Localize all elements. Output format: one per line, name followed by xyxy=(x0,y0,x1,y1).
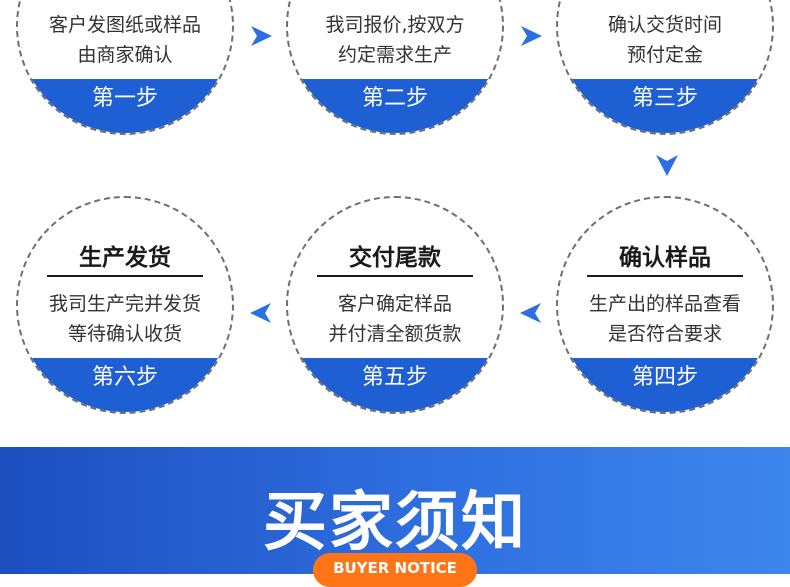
step-2-desc-line1: 我司报价,按双方 xyxy=(325,14,465,36)
buyer-notice-subtitle: BUYER NOTICE xyxy=(333,559,457,577)
arrow-right-icon xyxy=(519,25,543,47)
step-1-band xyxy=(18,79,232,133)
step-5-band xyxy=(288,358,502,412)
step-5-desc-line2: 并付清全额货款 xyxy=(328,323,462,345)
step-5-circle: 交付尾款 客户确定样品 并付清全额货款 第五步 xyxy=(286,196,504,414)
step-3-desc-line2: 预付定金 xyxy=(626,44,703,66)
step-1-desc-line2: 由商家确认 xyxy=(77,44,173,66)
buyer-notice-title: 买家须知 xyxy=(263,486,527,560)
arrow-right-icon xyxy=(249,25,273,47)
step-2-label: 第二步 xyxy=(361,86,428,111)
step-6-divider xyxy=(47,275,203,277)
step-4-desc-line1: 生产出的样品查看 xyxy=(588,293,741,315)
step-5-divider xyxy=(317,275,473,277)
step-6-circle: 生产发货 我司生产完并发货 等待确认收货 第六步 xyxy=(16,196,234,414)
step-4-label: 第四步 xyxy=(631,365,698,390)
step-3-band xyxy=(558,79,772,133)
step-6-band xyxy=(18,358,232,412)
step-2-circle: 我司报价,按双方 约定需求生产 第二步 xyxy=(286,0,504,135)
step-4-circle: 确认样品 生产出的样品查看 是否符合要求 第四步 xyxy=(556,196,774,414)
arrow-left-icon xyxy=(519,302,543,324)
step-6-desc-line1: 我司生产完并发货 xyxy=(48,293,201,315)
step-1-label: 第一步 xyxy=(91,86,158,111)
step-4-desc-line2: 是否符合要求 xyxy=(607,323,722,345)
step-6-label: 第六步 xyxy=(91,365,158,390)
buyer-notice-banner xyxy=(0,447,790,574)
step-1-circle: 客户发图纸或样品 由商家确认 第一步 xyxy=(16,0,234,135)
step-6-title: 生产发货 xyxy=(79,245,171,271)
step-3-label: 第三步 xyxy=(631,86,698,111)
step-2-band xyxy=(288,79,502,133)
step-5-desc-line1: 客户确定样品 xyxy=(337,293,452,315)
step-5-label: 第五步 xyxy=(361,365,428,390)
step-3-desc-line1: 确认交货时间 xyxy=(607,14,722,36)
step-6-desc-line2: 等待确认收货 xyxy=(67,323,182,345)
step-4-title: 确认样品 xyxy=(619,245,711,271)
step-4-band xyxy=(558,358,772,412)
buyer-notice-badge: BUYER NOTICE xyxy=(313,553,477,587)
arrow-down-icon xyxy=(655,153,679,177)
step-4-divider xyxy=(587,275,743,277)
step-5-title: 交付尾款 xyxy=(349,245,441,271)
step-2-desc-line2: 约定需求生产 xyxy=(337,44,452,66)
step-3-circle: 确认交货时间 预付定金 第三步 xyxy=(556,0,774,135)
arrow-left-icon xyxy=(249,302,273,324)
step-1-desc-line1: 客户发图纸或样品 xyxy=(48,14,201,36)
